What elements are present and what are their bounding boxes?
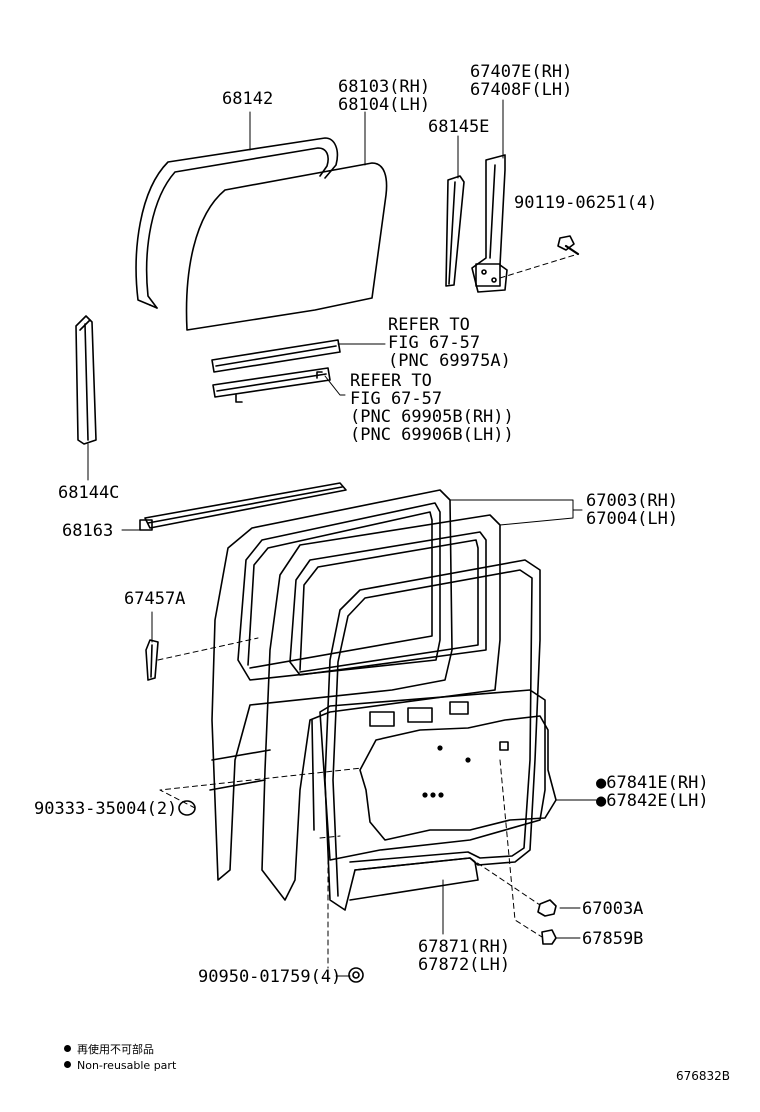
label-67004: 67004(LH) bbox=[586, 509, 679, 529]
legend-jp-text: 再使用不可部品 bbox=[77, 1043, 154, 1056]
label-90950: 90950-01759(4) bbox=[198, 967, 342, 987]
frame-bracket-67407e bbox=[472, 155, 507, 292]
belt-moulding-68163 bbox=[140, 483, 346, 530]
label-67003: 67003(RH) bbox=[586, 491, 679, 511]
label-68103: 68103(RH) bbox=[338, 77, 431, 97]
glass-run-channel-68142 bbox=[136, 138, 337, 308]
label-67859b: 67859B bbox=[582, 929, 644, 949]
plug-90333 bbox=[179, 801, 195, 815]
glass-strip-lower bbox=[213, 368, 330, 402]
label-67407e: 67407E(RH) bbox=[470, 62, 573, 82]
label-90333: 90333-35004(2) bbox=[34, 799, 178, 819]
refer2-line2: FIG 67-57 bbox=[350, 389, 443, 409]
label-68144c: 68144C bbox=[58, 483, 120, 503]
label-90119: 90119-06251(4) bbox=[514, 193, 658, 213]
door-weatherstrip-67871 bbox=[325, 560, 540, 910]
door-glass-68103 bbox=[187, 163, 387, 330]
door-inner-panel bbox=[320, 690, 545, 860]
legend-row-en: Non-reusable part bbox=[64, 1058, 176, 1074]
label-67841e: ●67841E(RH) bbox=[596, 773, 709, 793]
refer1-line1: REFER TO bbox=[388, 315, 470, 335]
door-frame-67003 bbox=[262, 515, 500, 900]
refer2-line1: REFER TO bbox=[350, 371, 432, 391]
figure-number: 676832B bbox=[676, 1069, 731, 1083]
legend-en-text: Non-reusable part bbox=[77, 1059, 177, 1072]
label-68104: 68104(LH) bbox=[338, 95, 431, 115]
pad-67859b bbox=[542, 930, 556, 944]
glass-strip-upper bbox=[212, 340, 340, 372]
leader-lines bbox=[88, 100, 596, 976]
bullet-icon bbox=[64, 1061, 71, 1068]
service-hole-cover-67841e bbox=[360, 716, 556, 840]
refer1-line2: FIG 67-57 bbox=[388, 333, 481, 353]
label-refer-69975a: REFER TO FIG 67-57 (PNC 69975A) bbox=[388, 316, 511, 370]
grommet-67003a bbox=[538, 900, 556, 916]
refer2-line3: (PNC 69905B(RH)) bbox=[350, 407, 514, 427]
refer2-line4: (PNC 69906B(LH)) bbox=[350, 425, 514, 445]
label-refer-69905b: REFER TO FIG 67-57 (PNC 69905B(RH)) (PNC… bbox=[350, 372, 514, 444]
label-67841e-67842e: ●67841E(RH) ●67842E(LH) bbox=[596, 774, 709, 810]
label-67457a: 67457A bbox=[124, 589, 186, 609]
label-68145e: 68145E bbox=[428, 117, 490, 137]
pillar-weatherstrip-68144c bbox=[76, 316, 96, 444]
label-67003a: 67003A bbox=[582, 899, 644, 919]
door-outer-panel bbox=[210, 490, 452, 880]
dashed-lines bbox=[158, 254, 578, 968]
label-67408f: 67408F(LH) bbox=[470, 80, 573, 100]
label-67871: 67871(RH) bbox=[418, 937, 511, 957]
bullet-icon bbox=[64, 1045, 71, 1052]
refer1-line3: (PNC 69975A) bbox=[388, 351, 511, 371]
label-67871-67872: 67871(RH) 67872(LH) bbox=[418, 938, 510, 974]
label-67842e: ●67842E(LH) bbox=[596, 791, 709, 811]
plug-90950 bbox=[349, 968, 363, 982]
label-68103-68104: 68103(RH) 68104(LH) bbox=[338, 78, 430, 114]
legend-row-jp: 再使用不可部品 bbox=[64, 1042, 176, 1058]
bolt-90119 bbox=[558, 236, 578, 254]
label-67872: 67872(LH) bbox=[418, 955, 511, 975]
label-67407e-67408f: 67407E(RH) 67408F(LH) bbox=[470, 63, 572, 99]
legend: 再使用不可部品 Non-reusable part bbox=[64, 1042, 176, 1074]
clip-67457a bbox=[146, 640, 158, 680]
label-68163: 68163 bbox=[62, 521, 114, 541]
label-68142: 68142 bbox=[222, 89, 274, 109]
label-67003-67004: 67003(RH) 67004(LH) bbox=[586, 492, 678, 528]
division-bar-68145e bbox=[446, 176, 464, 286]
